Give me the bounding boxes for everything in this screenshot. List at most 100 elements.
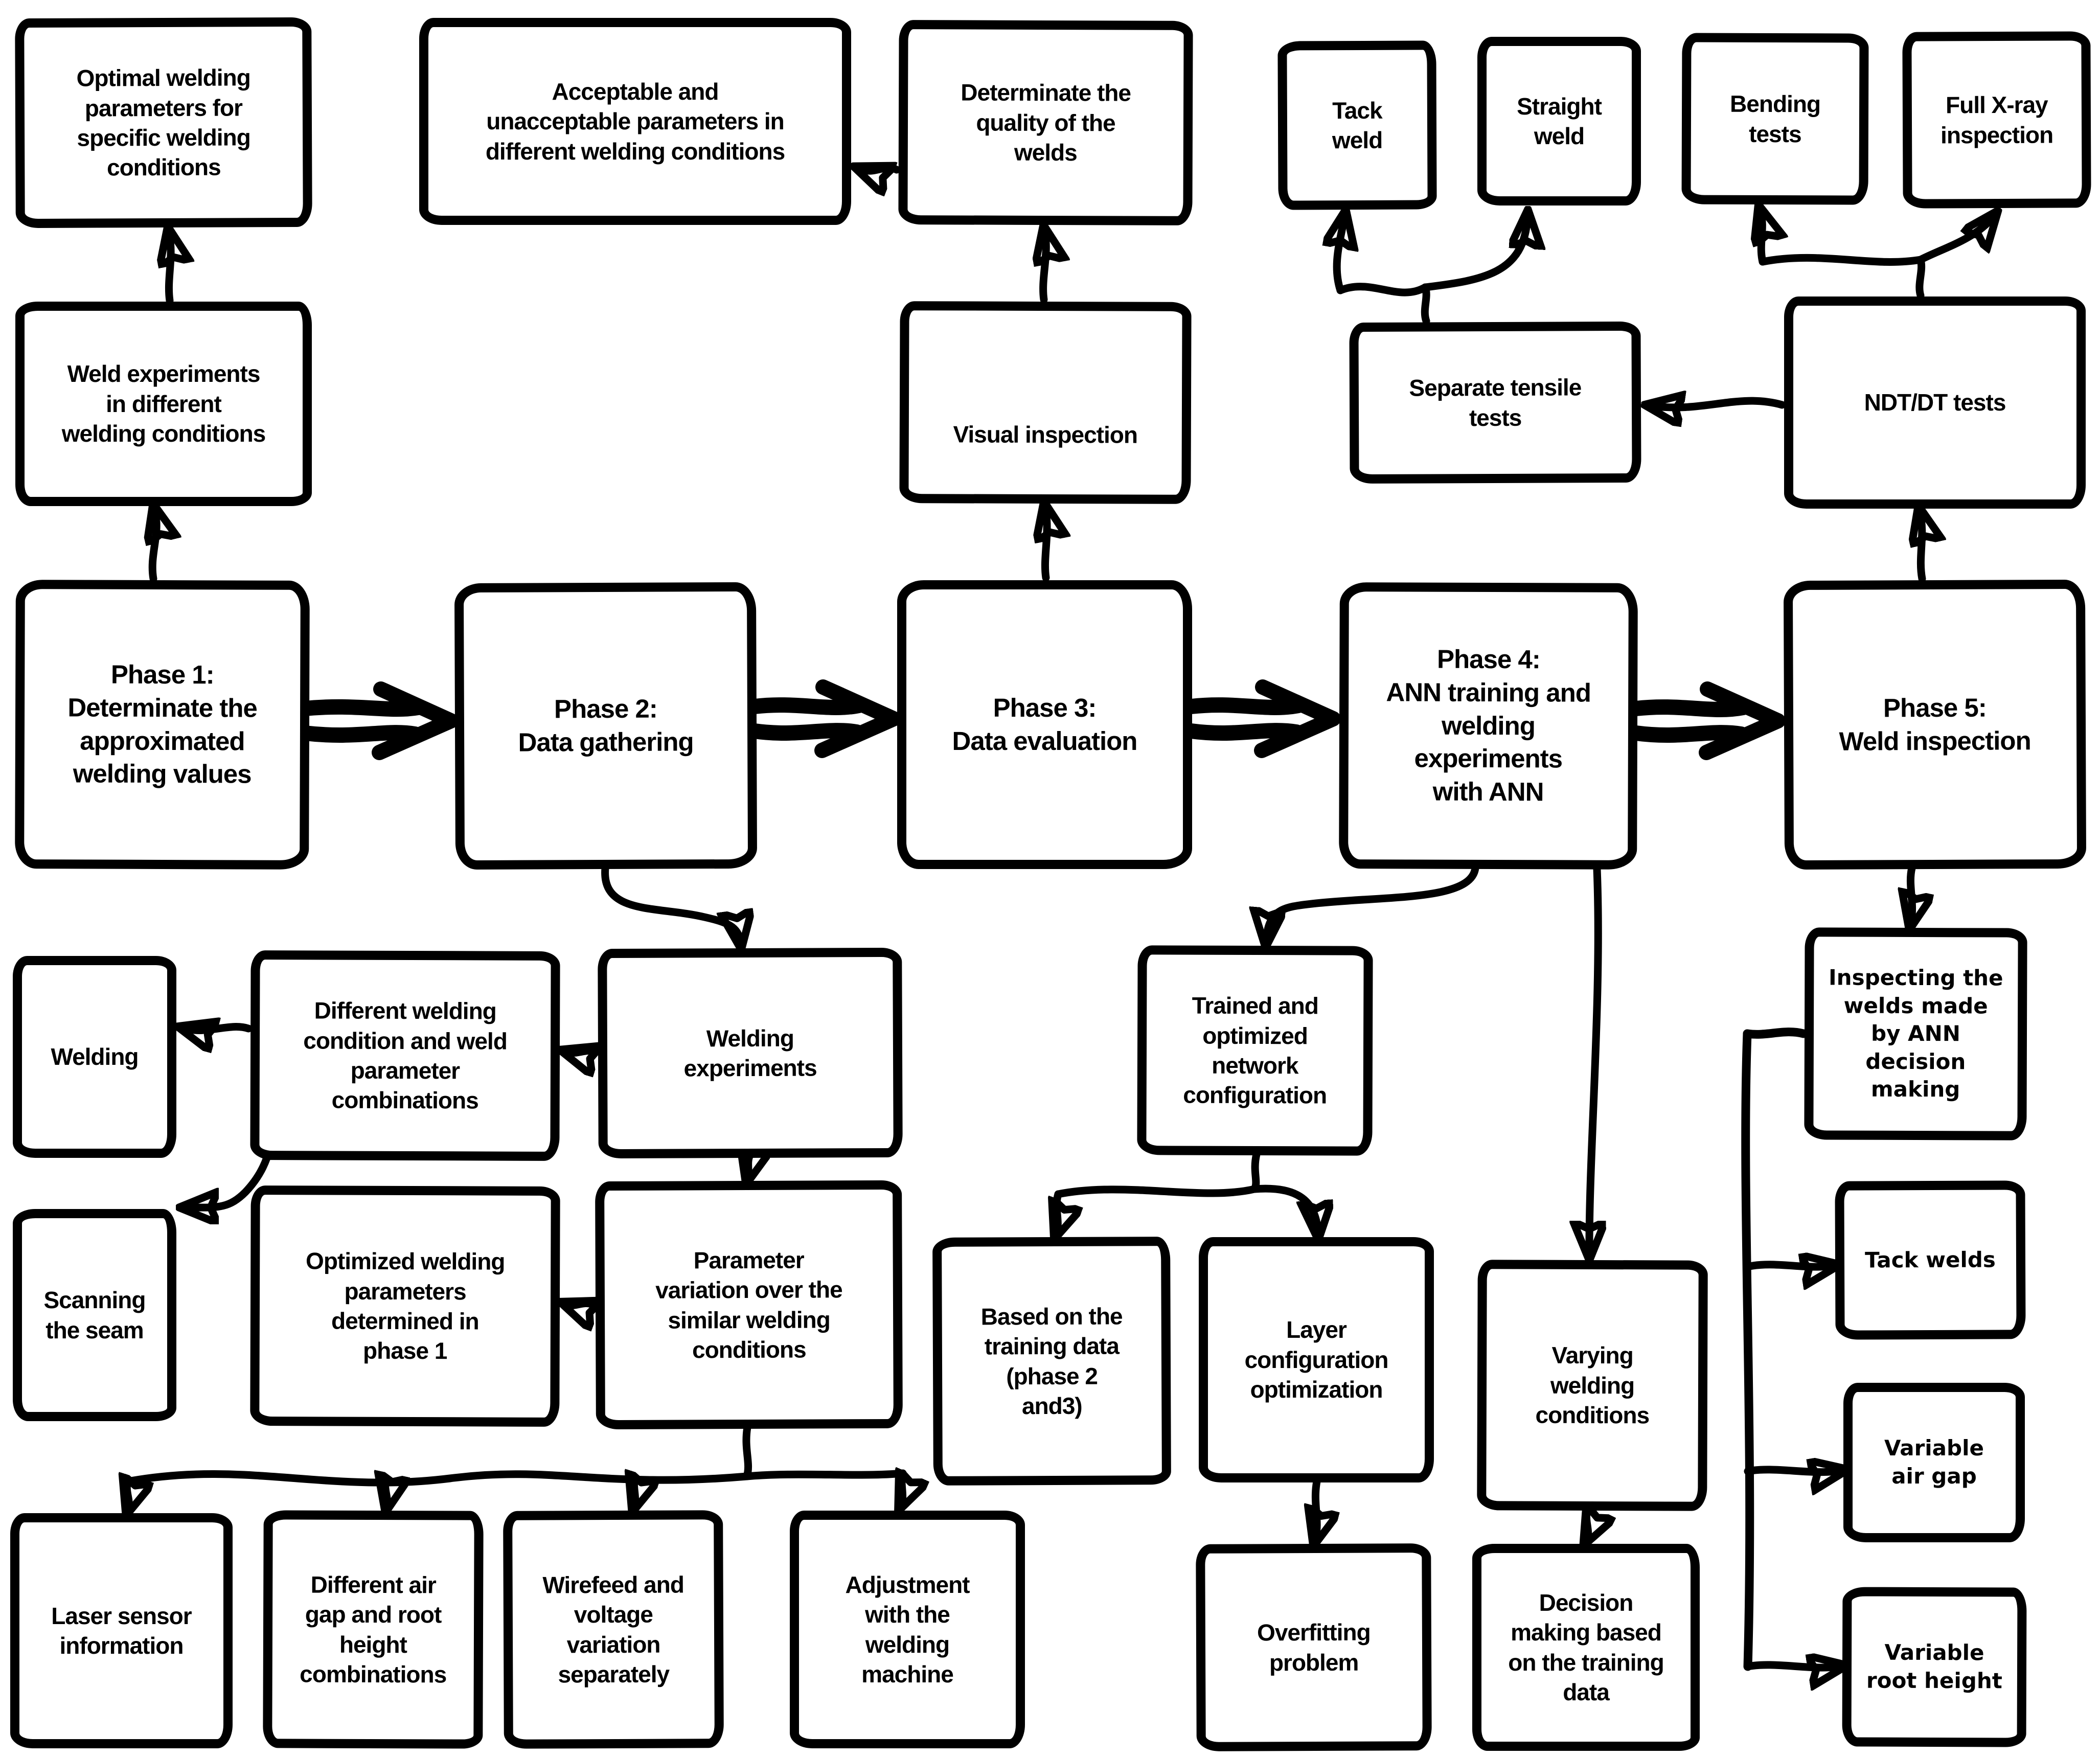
flow-node-label-overfitting-problem: Overfitting problem [1257, 1618, 1371, 1676]
edge-phase2-to-weldingexp [601, 864, 740, 942]
flow-node-label-optimal-parameters: Optimal welding parameters for specific … [76, 64, 250, 181]
flow-node-label-different-air-gap: Different air gap and root height combin… [300, 1571, 447, 1688]
flow-node-phase1: Phase 1: Determinate the approximated we… [15, 580, 310, 870]
flow-node-label-welding: Welding [51, 1043, 139, 1070]
edge-paramvar-stem [742, 1423, 752, 1480]
flow-node-optimal-parameters: Optimal welding parameters for specific … [15, 17, 312, 229]
flow-node-layer-configuration: Layer configuration optimization [1199, 1237, 1434, 1482]
flow-node-trained-network: Trained and optimized network configurat… [1137, 945, 1373, 1156]
flow-node-label-welding-experiments: Welding experiments [683, 1024, 817, 1082]
flow-node-phase2: Phase 2: Data gathering [454, 582, 758, 870]
edge-diffcond-to-welding [185, 1027, 253, 1031]
flow-node-label-trained-network: Trained and optimized network configurat… [1183, 992, 1327, 1109]
flow-node-label-inspecting-welds: Inspecting the welds made by ANN decisio… [1829, 965, 2003, 1102]
edge-to-variable-airgap [1744, 1470, 1840, 1472]
flow-node-label-straight-weld: Straight weld [1517, 93, 1602, 149]
flow-node-label-phase2: Phase 2: Data gathering [518, 694, 694, 757]
flow-node-inspecting-welds: Inspecting the welds made by ANN decisio… [1804, 927, 2027, 1140]
block-arrow-phase2-phase3 [747, 679, 901, 758]
flow-node-label-separate-tensile-tests: Separate tensile tests [1409, 374, 1582, 431]
flow-node-label-phase1: Phase 1: Determinate the approximated we… [67, 659, 257, 789]
flow-node-adjustment-welding-machine: Adjustment with the welding machine [790, 1511, 1025, 1748]
edge-phase5-to-inspecting [1910, 864, 1912, 922]
flow-node-label-ndt-dt-tests: NDT/DT tests [1864, 389, 2006, 416]
edge-ndt-to-xray [1916, 217, 1993, 264]
edge-paramvar-to-optimized [567, 1303, 593, 1305]
flow-node-phase3: Phase 3: Data evaluation [897, 580, 1192, 869]
flow-node-label-adjustment-welding-machine: Adjustment with the welding machine [845, 1571, 970, 1687]
edge-to-airgap-root [385, 1479, 387, 1505]
flow-node-tack-welds: Tack welds [1835, 1180, 2026, 1340]
edge-ndt-cross [1759, 254, 1925, 266]
flow-node-label-wirefeed-voltage: Wirefeed and voltage variation separatel… [542, 1571, 684, 1688]
edge-to-adjustment [901, 1473, 903, 1504]
flow-node-label-tack-welds: Tack welds [1865, 1247, 1996, 1273]
flow-node-based-on-training-data: Based on the training data (phase 2 and3… [932, 1237, 1171, 1486]
flow-node-acceptable-parameters: Acceptable and unacceptable parameters i… [419, 18, 851, 225]
flow-node-welding-experiments: Welding experiments [598, 947, 903, 1159]
edge-tensile-to-straightweld [1421, 217, 1527, 291]
flow-node-variable-root-height: Variable root height [1842, 1587, 2027, 1747]
edge-to-variable-root [1744, 1665, 1839, 1668]
flow-node-variable-air-gap: Variable air gap [1843, 1383, 2025, 1542]
edge-right-rail [1741, 1029, 1754, 1671]
edge-visual-to-quality [1043, 233, 1046, 304]
flow-node-determinate-quality: Determinate the quality of the welds [898, 20, 1193, 225]
flow-node-label-phase3: Phase 3: Data evaluation [952, 693, 1138, 756]
flow-node-label-decision-making: Decision making based on the training da… [1508, 1589, 1664, 1705]
flow-node-label-visual-inspection: Visual inspection [953, 421, 1138, 448]
flow-node-welding: Welding [13, 956, 176, 1158]
flow-node-label-determinate-quality: Determinate the quality of the welds [961, 79, 1131, 166]
flow-node-different-air-gap: Different air gap and root height combin… [263, 1510, 484, 1749]
flow-node-weld-experiments: Weld experiments in different welding co… [15, 302, 312, 506]
flow-node-wirefeed-voltage: Wirefeed and voltage variation separatel… [503, 1510, 724, 1749]
flow-node-parameter-variation: Parameter variation over the similar wel… [595, 1180, 903, 1430]
flow-node-bending-tests: Bending tests [1681, 33, 1869, 205]
edge-ndt-to-tensile [1652, 401, 1786, 407]
flow-node-optimized-parameters: Optimized welding parameters determined … [250, 1185, 560, 1427]
edge-to-wirefeed [634, 1477, 635, 1505]
flow-node-label-phase5: Phase 5: Weld inspection [1839, 693, 2031, 756]
flow-node-label-based-on-training-data: Based on the training data (phase 2 and3… [980, 1303, 1123, 1420]
flow-node-phase5: Phase 5: Weld inspection [1783, 579, 2087, 870]
flow-node-ndt-dt-tests: NDT/DT tests [1784, 296, 2086, 509]
edge-phase5-to-ndt [1920, 513, 1922, 583]
edge-trained-to-layer [1250, 1184, 1318, 1232]
flow-node-overfitting-problem: Overfitting problem [1196, 1543, 1432, 1751]
flow-node-separate-tensile-tests: Separate tensile tests [1349, 321, 1641, 484]
flow-node-label-varying-conditions: Varying welding conditions [1535, 1342, 1650, 1429]
edge-weldingexp-to-diffcond [567, 1051, 596, 1053]
flow-node-scanning-the-seam: Scanning the seam [13, 1209, 176, 1421]
flow-node-laser-sensor-information: Laser sensor information [10, 1513, 233, 1748]
flow-node-visual-inspection: Visual inspection [899, 301, 1192, 504]
flow-node-label-laser-sensor-information: Laser sensor information [51, 1602, 192, 1659]
block-arrow-phase4-phase5 [1628, 681, 1786, 760]
flow-node-straight-weld: Straight weld [1477, 37, 1641, 206]
flow-node-label-parameter-variation: Parameter variation over the similar wel… [655, 1246, 842, 1363]
edge-to-laser [127, 1481, 129, 1508]
edge-ndt-to-bending [1761, 212, 1763, 266]
flow-node-varying-conditions: Varying welding conditions [1477, 1260, 1708, 1511]
edge-layer-to-overfitting [1315, 1477, 1317, 1539]
edge-trained-to-based [1057, 1190, 1058, 1232]
flow-node-label-layer-configuration: Layer configuration optimization [1244, 1316, 1389, 1403]
flow-node-label-variable-root-height: Variable root height [1866, 1640, 2002, 1694]
flow-node-full-xray-inspection: Full X-ray inspection [1902, 31, 2091, 209]
flow-node-label-bending-tests: Bending tests [1730, 90, 1821, 147]
edge-weldexp-to-optimal [169, 234, 171, 305]
flow-node-label-variable-air-gap: Variable air gap [1884, 1435, 1984, 1489]
edge-quality-to-acceptable [861, 168, 901, 171]
edge-phase4-to-trained [1266, 864, 1479, 940]
flow-node-decision-making: Decision making based on the training da… [1472, 1544, 1700, 1751]
block-arrow-phase3-phase4 [1183, 679, 1341, 758]
flow-node-label-weld-experiments: Weld experiments in different welding co… [61, 360, 266, 447]
edge-phase3-to-visual [1045, 509, 1047, 582]
edge-trained-cross [1054, 1185, 1259, 1198]
flow-node-label-different-welding-condition: Different welding condition and weld par… [303, 997, 507, 1114]
flow-node-label-tack-weld: Tack weld [1332, 97, 1383, 154]
edge-varying-to-decision [1586, 1509, 1588, 1539]
edge-to-tackwelds [1743, 1265, 1832, 1267]
flow-node-label-optimized-parameters: Optimized welding parameters determined … [306, 1247, 505, 1364]
flow-node-label-full-xray-inspection: Full X-ray inspection [1940, 91, 2053, 148]
